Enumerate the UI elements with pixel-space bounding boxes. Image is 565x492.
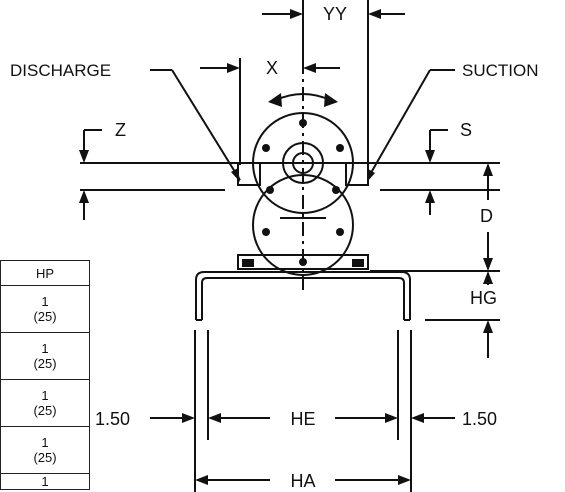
label-left-offset: 1.50 — [95, 409, 130, 429]
dimension-he: HE — [207, 330, 399, 440]
hp-header: HP — [0, 260, 90, 286]
dimension-s: S — [425, 120, 472, 215]
table-row: 1 (25) — [0, 285, 90, 333]
label-hg: HG — [470, 288, 497, 308]
dimension-x: X — [200, 58, 340, 165]
dimension-right-offset: 1.50 — [410, 330, 497, 492]
discharge-callout: DISCHARGE — [10, 61, 241, 182]
dimension-z: Z — [79, 120, 126, 220]
hp-value: 1 — [41, 294, 49, 309]
table-row: 1 (25) — [0, 379, 90, 427]
dimension-ha: HA — [195, 471, 411, 491]
table-row: 1 — [0, 473, 90, 490]
hp-value: 1 — [41, 388, 49, 403]
label-suction: SUCTION — [462, 61, 539, 80]
table-row: 1 (25) — [0, 332, 90, 380]
label-x: X — [266, 58, 278, 78]
label-discharge: DISCHARGE — [10, 61, 111, 80]
hp-value: 1 — [41, 474, 49, 489]
hp-metric: (25) — [33, 450, 57, 465]
hp-value: 1 — [41, 341, 49, 356]
dimension-d: D — [370, 163, 500, 272]
label-ha: HA — [290, 471, 315, 491]
suction-callout: SUCTION — [367, 61, 539, 182]
hp-value: 1 — [41, 435, 49, 450]
hp-metric: (25) — [33, 309, 57, 324]
hp-metric: (25) — [33, 356, 57, 371]
base-frame — [195, 271, 411, 321]
hp-table: HP 1 (25) 1 (25) 1 (25) 1 (25) 1 — [0, 260, 90, 490]
label-he: HE — [290, 409, 315, 429]
label-z: Z — [115, 120, 126, 140]
label-right-offset: 1.50 — [462, 409, 497, 429]
table-row: 1 (25) — [0, 426, 90, 474]
label-s: S — [460, 120, 472, 140]
dimension-hg: HG — [425, 271, 500, 358]
label-yy: YY — [323, 4, 347, 24]
dimension-yy: YY — [262, 0, 405, 165]
hp-metric: (25) — [33, 403, 57, 418]
dimension-left-offset: 1.50 — [95, 330, 196, 492]
label-d: D — [480, 206, 493, 226]
